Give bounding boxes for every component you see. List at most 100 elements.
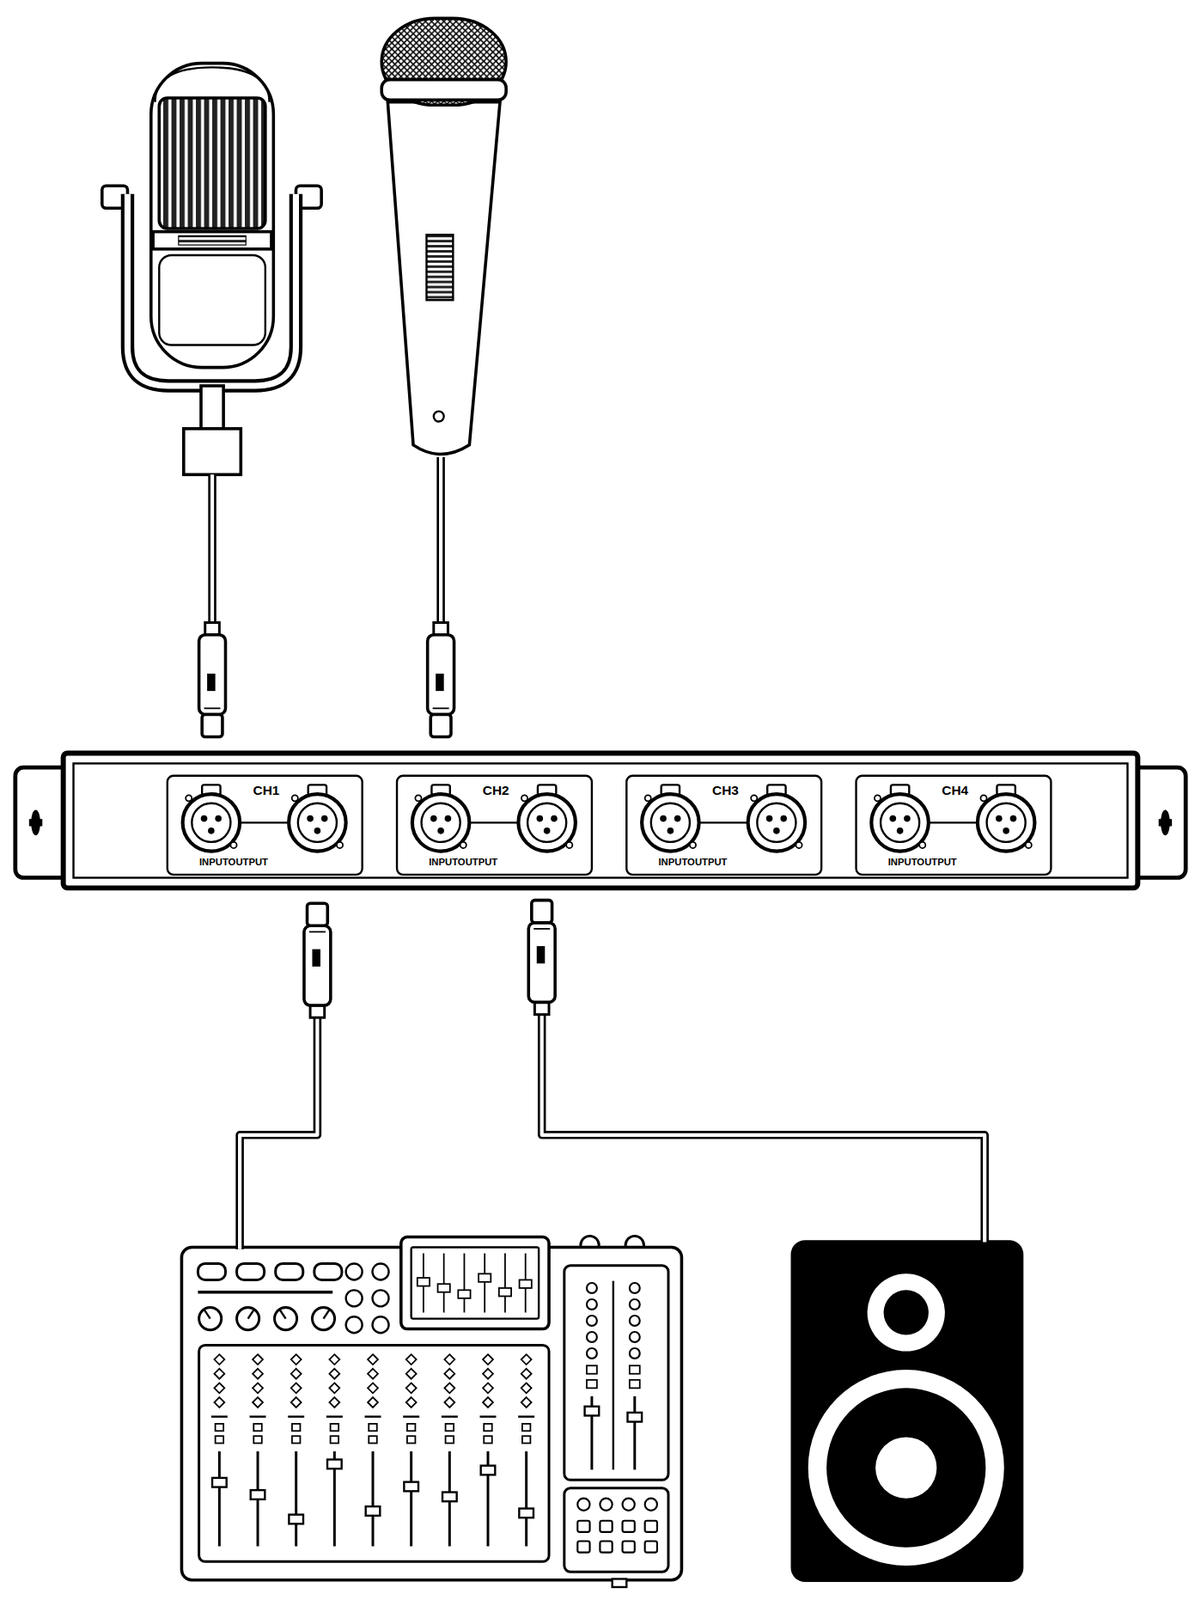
fader-cap bbox=[403, 1481, 419, 1492]
mixer-button bbox=[237, 1262, 265, 1280]
transport-panel bbox=[564, 1487, 669, 1572]
strip-line bbox=[402, 1414, 420, 1417]
console-body bbox=[181, 1246, 682, 1579]
mixer-led bbox=[372, 1262, 390, 1280]
plug-body bbox=[304, 925, 331, 1006]
display-screen bbox=[411, 1246, 539, 1318]
plug-ring bbox=[204, 707, 221, 709]
display-marker bbox=[478, 1273, 491, 1282]
master-button bbox=[586, 1379, 598, 1389]
strip-knob bbox=[444, 1368, 455, 1379]
strip-knob bbox=[329, 1353, 340, 1365]
mixer-button bbox=[197, 1262, 226, 1280]
cable bbox=[210, 474, 214, 625]
channel-label: CH3 bbox=[712, 783, 739, 799]
strip-knob bbox=[329, 1382, 340, 1393]
speaker bbox=[791, 1239, 1025, 1582]
strip-line bbox=[365, 1414, 382, 1417]
plug-body bbox=[528, 922, 555, 1003]
jack-pin bbox=[201, 815, 208, 823]
jack-screw bbox=[460, 841, 467, 848]
strip-button bbox=[483, 1423, 493, 1431]
strip-knob bbox=[213, 1396, 225, 1408]
jack-screw bbox=[750, 794, 757, 801]
fader-track bbox=[524, 1450, 528, 1546]
jack-pin bbox=[1010, 815, 1018, 823]
jack-face bbox=[651, 803, 690, 842]
plug-ring bbox=[309, 931, 326, 933]
jack-pin bbox=[314, 827, 322, 835]
display-line bbox=[483, 1253, 486, 1313]
mixer-led bbox=[372, 1316, 390, 1333]
master-knob bbox=[586, 1298, 598, 1310]
strip-knob bbox=[367, 1396, 378, 1408]
strip-button bbox=[522, 1435, 531, 1443]
jack-pin bbox=[321, 815, 329, 823]
plug-body bbox=[427, 634, 455, 715]
transport-key bbox=[577, 1541, 590, 1553]
channel-panel: CH4INPUTOUTPUT bbox=[854, 774, 1052, 877]
mixer-knob bbox=[199, 1307, 222, 1330]
strip-knob bbox=[291, 1368, 302, 1379]
plug-tip bbox=[531, 900, 553, 923]
display-line bbox=[504, 1253, 507, 1313]
master-knob bbox=[586, 1315, 598, 1326]
display-marker bbox=[457, 1289, 470, 1299]
fader-track bbox=[218, 1450, 221, 1546]
display-marker bbox=[438, 1283, 451, 1293]
fader-track bbox=[409, 1450, 413, 1546]
transport-button bbox=[645, 1498, 658, 1511]
cable bbox=[438, 457, 443, 625]
xlr-jack bbox=[871, 784, 929, 851]
strip-button bbox=[253, 1435, 263, 1443]
master-knob bbox=[629, 1347, 641, 1359]
jack-pin bbox=[659, 815, 667, 823]
master-knob bbox=[629, 1331, 641, 1342]
strip-line bbox=[211, 1414, 228, 1417]
jack-ring bbox=[288, 793, 347, 852]
jack-pin bbox=[889, 815, 897, 823]
jack-screw bbox=[645, 794, 652, 801]
fader-cap bbox=[288, 1514, 304, 1525]
jack-screw bbox=[919, 841, 926, 848]
strip-knob bbox=[521, 1396, 532, 1408]
fader-track bbox=[633, 1396, 636, 1470]
strip-knob bbox=[367, 1382, 378, 1393]
mixer-led bbox=[346, 1316, 363, 1333]
strip-button bbox=[407, 1435, 416, 1443]
plug-ring bbox=[432, 707, 450, 709]
fader-cap bbox=[585, 1406, 600, 1416]
jack-screw bbox=[874, 794, 881, 801]
xlr-jack bbox=[748, 784, 806, 851]
fader-cap bbox=[212, 1477, 227, 1488]
port-label: INPUTOUTPUT bbox=[199, 857, 269, 868]
strip-knob bbox=[482, 1368, 494, 1379]
jack-face bbox=[756, 803, 796, 842]
strip-knob bbox=[521, 1382, 532, 1393]
display-line bbox=[463, 1253, 466, 1313]
master-knob bbox=[629, 1282, 641, 1293]
jack-ring bbox=[518, 793, 576, 852]
channel-area bbox=[199, 1344, 549, 1561]
display-marker bbox=[417, 1277, 430, 1287]
strip-knob bbox=[329, 1396, 340, 1408]
mixer-knob bbox=[237, 1307, 260, 1330]
jack-pin bbox=[214, 815, 222, 823]
cable bbox=[207, 474, 217, 625]
strip-button bbox=[330, 1435, 340, 1443]
xlr-plug bbox=[304, 902, 331, 1018]
strip-knob bbox=[213, 1382, 225, 1393]
strip-knob bbox=[252, 1382, 263, 1393]
jack-ring bbox=[641, 793, 700, 852]
jack-pin bbox=[536, 815, 544, 823]
knob-pointer bbox=[279, 1309, 286, 1319]
fader-cap bbox=[627, 1412, 642, 1422]
master-knob bbox=[586, 1347, 598, 1359]
strip-knob bbox=[329, 1368, 340, 1379]
jack-pin bbox=[773, 827, 781, 835]
plug-latch bbox=[536, 945, 546, 964]
plug-tip bbox=[201, 713, 223, 737]
strip-knob bbox=[406, 1396, 417, 1408]
jack-pin bbox=[995, 815, 1003, 823]
